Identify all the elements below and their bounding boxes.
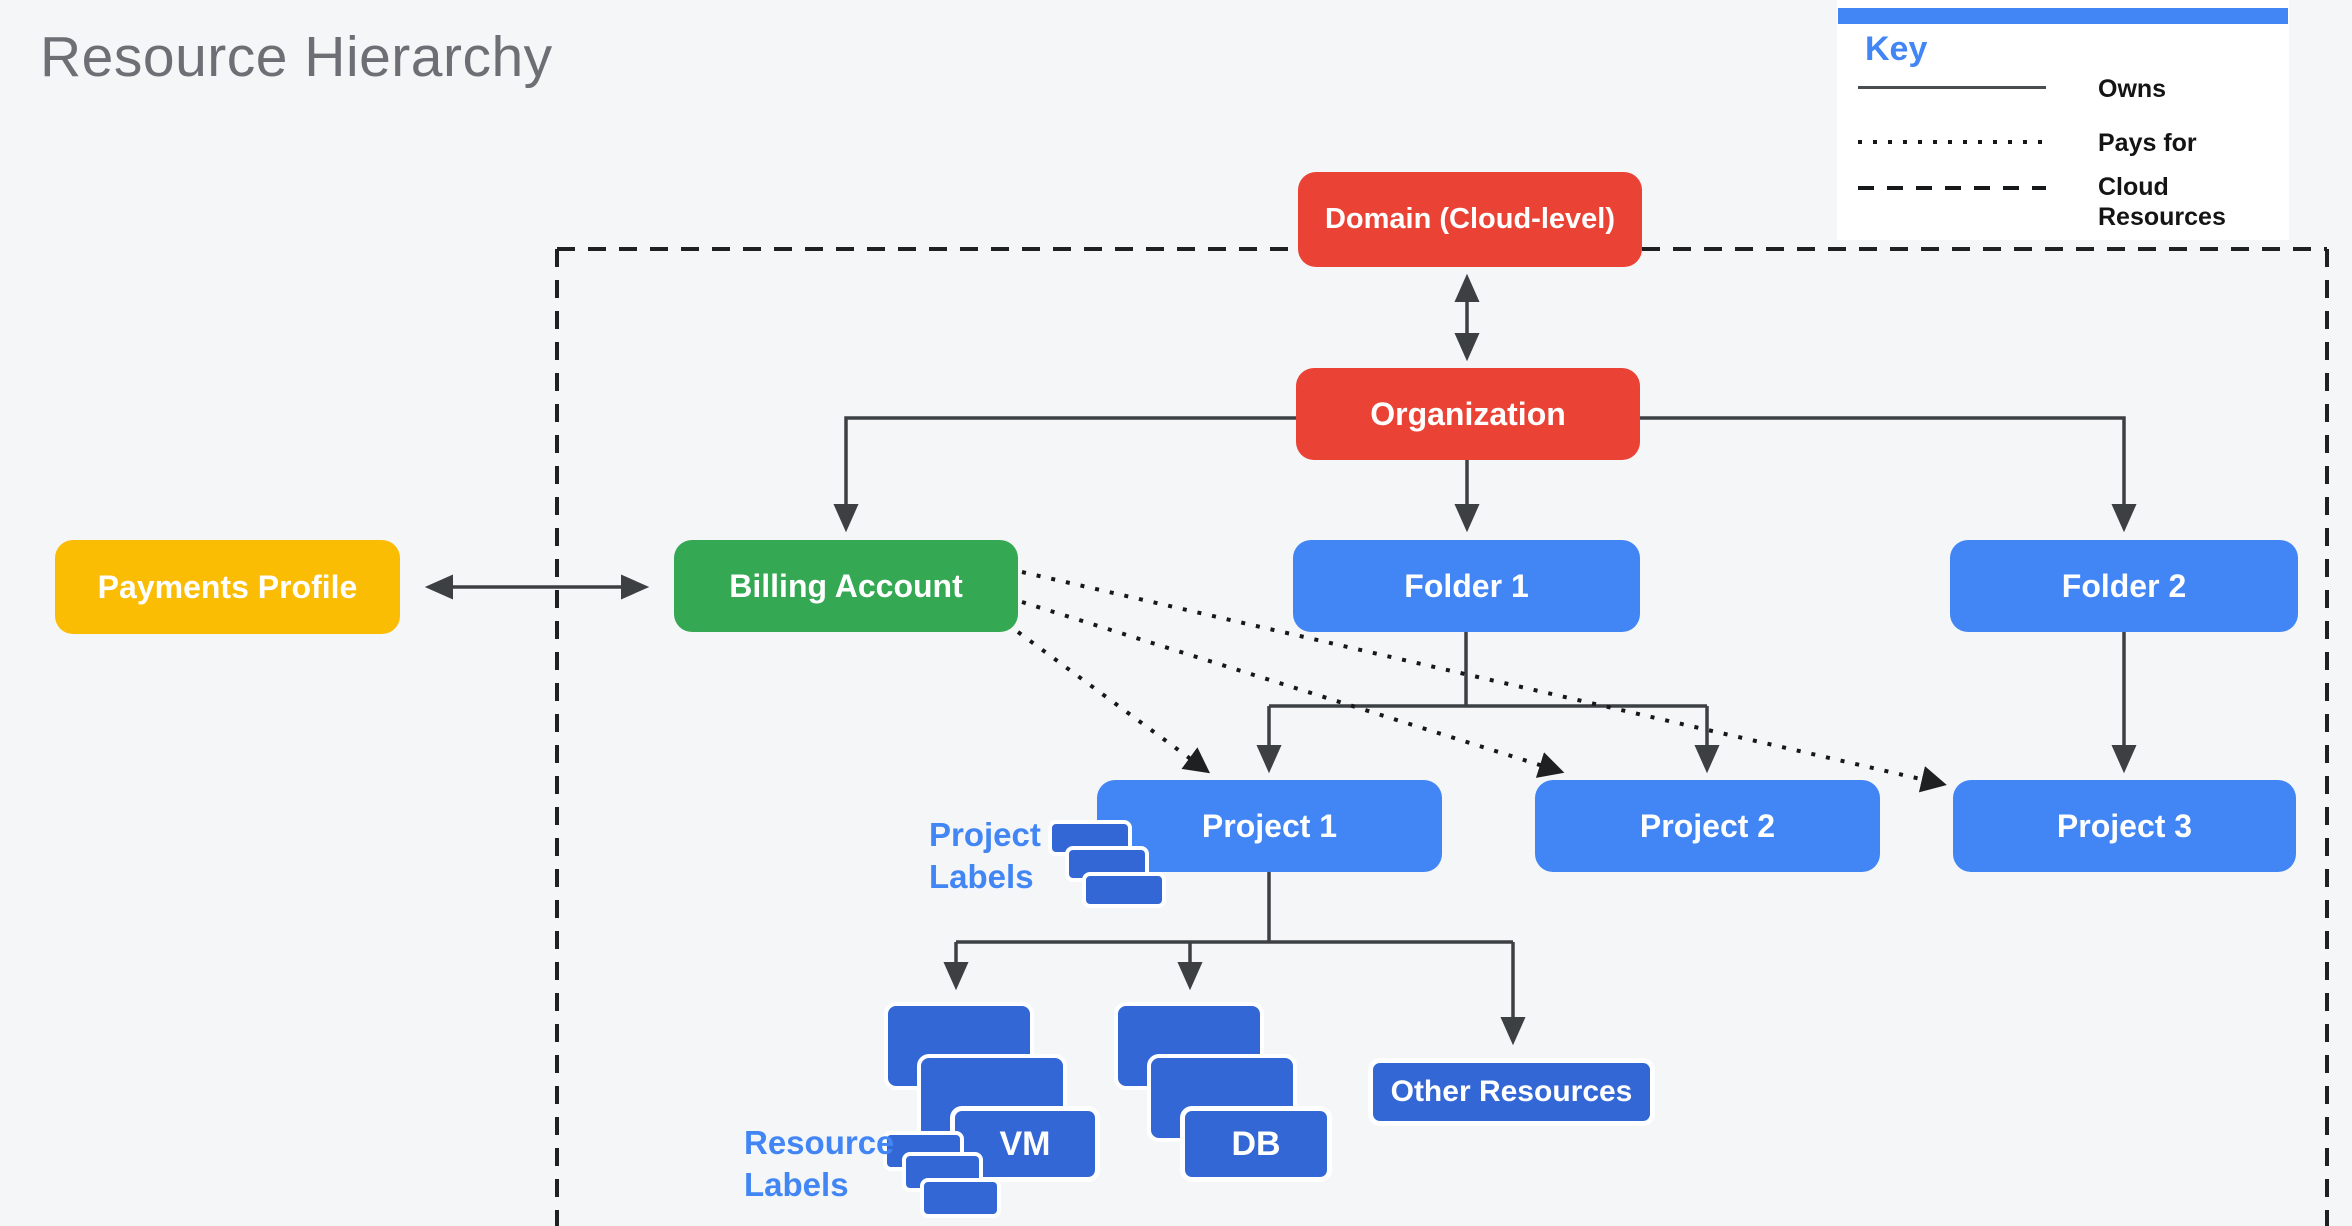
project-labels-stack-rect-3 xyxy=(1082,872,1166,908)
node-payments-profile: Payments Profile xyxy=(55,540,400,634)
legend-label-owns: Owns xyxy=(2098,75,2167,103)
node-folder-1: Folder 1 xyxy=(1293,540,1640,632)
edge-billing-pays-project-2 xyxy=(1021,600,1565,778)
project-labels-line-1: Project xyxy=(929,816,1041,853)
resource-labels-annotation: Resource Labels xyxy=(744,1122,894,1206)
legend-label-cloud-resources: Cloud Resources xyxy=(2098,173,2226,231)
edge-organization-billing-account xyxy=(833,416,1296,533)
resource-labels-stack-rect-3 xyxy=(920,1178,1001,1218)
node-folder-2: Folder 2 xyxy=(1950,540,2298,632)
node-other-resources: Other Resources xyxy=(1368,1058,1655,1126)
node-organization: Organization xyxy=(1296,368,1640,460)
node-billing-account: Billing Account xyxy=(674,540,1018,632)
legend-line-solid xyxy=(1858,86,2046,89)
legend-label-pays-for: Pays for xyxy=(2098,129,2197,157)
edge-billing-pays-project-1 xyxy=(1016,630,1211,774)
node-project-3: Project 3 xyxy=(1953,780,2296,872)
resource-labels-line-1: Resource xyxy=(744,1124,895,1161)
project-labels-line-2: Labels xyxy=(929,858,1034,895)
resource-labels-line-2: Labels xyxy=(744,1166,849,1203)
legend-line-dotted xyxy=(1858,140,2046,144)
page-title: Resource Hierarchy xyxy=(40,25,553,89)
node-project-2: Project 2 xyxy=(1535,780,1880,872)
node-db: DB xyxy=(1180,1106,1332,1182)
edge-folder-1-branch xyxy=(1269,632,1707,708)
node-project-1: Project 1 xyxy=(1097,780,1442,872)
edge-organization-folder-2 xyxy=(1640,416,2137,533)
legend-accent-bar xyxy=(1838,8,2288,24)
legend-title: Key xyxy=(1865,30,1928,68)
project-labels-annotation: Project Labels xyxy=(929,814,1041,898)
node-domain: Domain (Cloud-level) xyxy=(1298,172,1642,267)
legend-line-dashed xyxy=(1858,186,2046,190)
legend: Key Owns Pays for Cloud Resources xyxy=(1837,0,2289,240)
edge-project-1-branch xyxy=(956,872,1513,944)
